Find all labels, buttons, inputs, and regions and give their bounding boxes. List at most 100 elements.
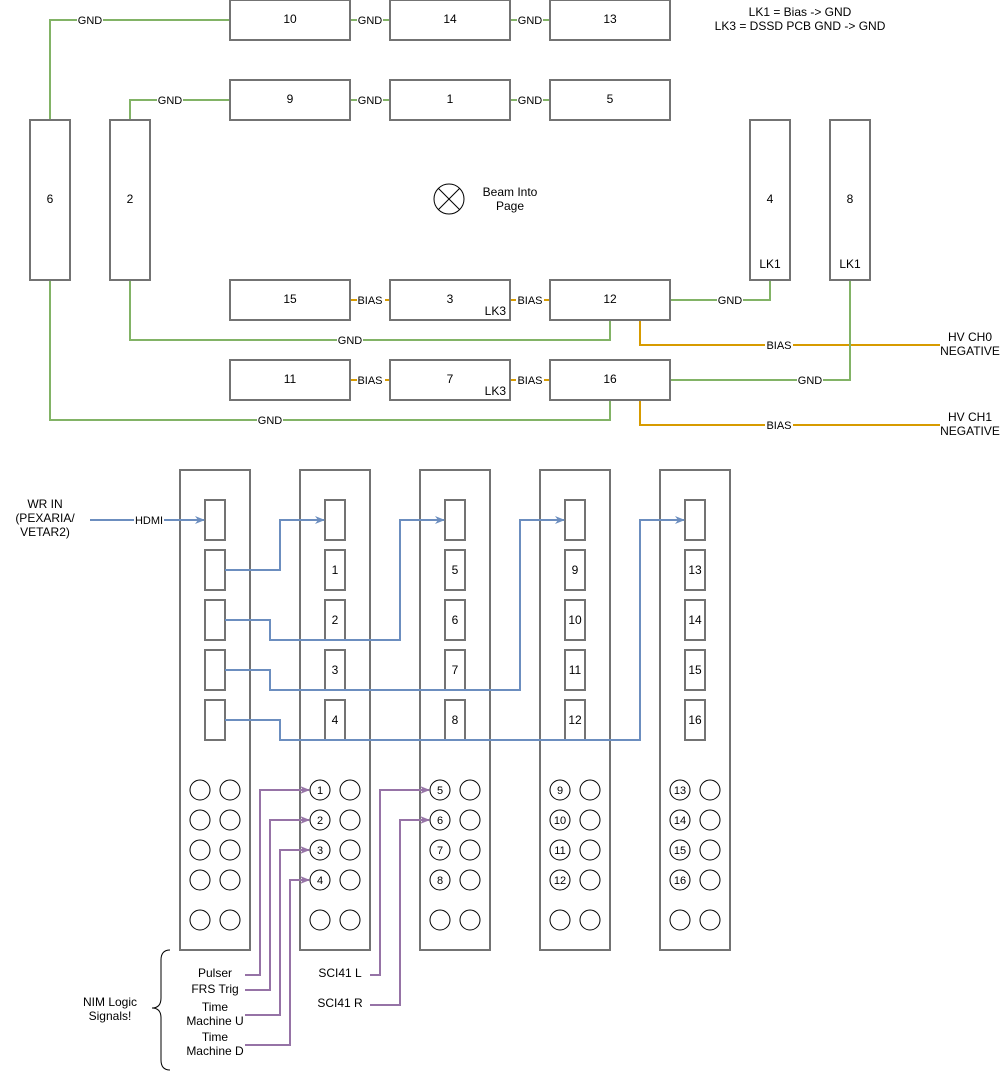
detector-2[interactable]: 2 [109, 119, 151, 281]
gnd-wires [49, 19, 851, 421]
lemo-connector[interactable] [339, 779, 361, 801]
hdmi-port[interactable] [324, 499, 346, 541]
detector-16[interactable]: 16 [549, 359, 671, 401]
hdmi-port[interactable] [444, 499, 466, 541]
lemo-connector[interactable] [219, 779, 241, 801]
lemo-connector[interactable] [459, 839, 481, 861]
detector-5[interactable]: 5 [549, 79, 671, 121]
hdmi-port[interactable]: 5 [444, 549, 466, 591]
hdmi-port[interactable] [204, 549, 226, 591]
lemo-connector[interactable]: 10 [549, 809, 571, 831]
lemo-connector[interactable] [219, 909, 241, 931]
lemo-connector[interactable] [579, 869, 601, 891]
lemo-connector[interactable] [459, 869, 481, 891]
bias-wire-12-hv0 [639, 320, 940, 346]
lemo-connector[interactable] [459, 809, 481, 831]
hdmi-port[interactable]: 7 [444, 649, 466, 691]
detector-15[interactable]: 15 [229, 279, 351, 321]
hdmi-port[interactable]: 10 [564, 599, 586, 641]
lemo-connector[interactable] [429, 909, 451, 931]
detector-6[interactable]: 6 [29, 119, 71, 281]
lemo-connector[interactable]: 14 [669, 809, 691, 831]
lemo-connector[interactable]: 6 [429, 809, 451, 831]
lemo-connector[interactable]: 1 [309, 779, 331, 801]
lemo-connector[interactable]: 11 [549, 839, 571, 861]
hdmi-wire-module-3 [225, 516, 565, 691]
detector-11[interactable]: 11 [229, 359, 351, 401]
lemo-connector[interactable]: 7 [429, 839, 451, 861]
lemo-connector[interactable] [189, 779, 211, 801]
nim-wire-sci41-l [370, 786, 430, 976]
hdmi-port[interactable]: 16 [684, 699, 706, 741]
hdmi-port[interactable]: 13 [684, 549, 706, 591]
lemo-connector[interactable] [699, 809, 721, 831]
hdmi-port[interactable]: 15 [684, 649, 706, 691]
lemo-connector[interactable] [699, 839, 721, 861]
hdmi-port[interactable]: 3 [324, 649, 346, 691]
detector-14[interactable]: 14 [389, 0, 511, 41]
hdmi-port[interactable] [684, 499, 706, 541]
lemo-connector[interactable]: 13 [669, 779, 691, 801]
lemo-connector[interactable] [189, 869, 211, 891]
hdmi-port[interactable]: 4 [324, 699, 346, 741]
lemo-connector[interactable]: 3 [309, 839, 331, 861]
lemo-connector[interactable]: 2 [309, 809, 331, 831]
hdmi-port[interactable] [204, 649, 226, 691]
hdmi-port[interactable]: 14 [684, 599, 706, 641]
lemo-connector[interactable]: 12 [549, 869, 571, 891]
lemo-connector[interactable] [579, 909, 601, 931]
lemo-connector[interactable] [549, 909, 571, 931]
lemo-connector[interactable] [699, 869, 721, 891]
lemo-connector[interactable] [579, 839, 601, 861]
lemo-connector[interactable] [459, 909, 481, 931]
hdmi-port[interactable] [204, 699, 226, 741]
lemo-connector[interactable] [339, 909, 361, 931]
detector-1[interactable]: 1 [389, 79, 511, 121]
hdmi-port[interactable] [204, 599, 226, 641]
lemo-connector[interactable]: 4 [309, 869, 331, 891]
hdmi-port[interactable] [564, 499, 586, 541]
lemo-connector[interactable] [579, 809, 601, 831]
hdmi-port[interactable]: 2 [324, 599, 346, 641]
hdmi-port[interactable] [204, 499, 226, 541]
lemo-connector[interactable] [189, 839, 211, 861]
port-label: 3 [332, 663, 339, 677]
lemo-connector[interactable] [189, 809, 211, 831]
hdmi-port[interactable]: 11 [564, 649, 586, 691]
detector-10[interactable]: 10 [229, 0, 351, 41]
lemo-connector[interactable]: 9 [549, 779, 571, 801]
legend-line1: LK1 = Bias -> GND [749, 5, 852, 19]
detector-13[interactable]: 13 [549, 0, 671, 41]
lemo-connector[interactable] [339, 869, 361, 891]
lemo-connector[interactable]: 8 [429, 869, 451, 891]
lemo-connector[interactable] [459, 779, 481, 801]
bias-label: BIAS [766, 420, 791, 432]
hv-ch1-line2: NEGATIVE [940, 424, 1000, 438]
hdmi-port[interactable]: 6 [444, 599, 466, 641]
detector-12[interactable]: 12 [549, 279, 671, 321]
lemo-connector[interactable]: 16 [669, 869, 691, 891]
lemo-connector[interactable]: 5 [429, 779, 451, 801]
hdmi-port[interactable]: 12 [564, 699, 586, 741]
lemo-connector[interactable] [579, 779, 601, 801]
lemo-connector[interactable] [219, 869, 241, 891]
lemo-connector[interactable]: 15 [669, 839, 691, 861]
hdmi-port[interactable]: 8 [444, 699, 466, 741]
lemo-connector[interactable] [189, 909, 211, 931]
lemo-connector[interactable] [339, 809, 361, 831]
lemo-connector[interactable] [219, 839, 241, 861]
lemo-connector[interactable] [339, 839, 361, 861]
detector-9[interactable]: 9 [229, 79, 351, 121]
lemo-connector[interactable] [219, 809, 241, 831]
nim-label-time-machine-d: Machine D [186, 1044, 244, 1058]
lemo-connector[interactable] [669, 909, 691, 931]
hdmi-port[interactable]: 1 [324, 549, 346, 591]
lemo-connector[interactable] [699, 779, 721, 801]
lemo-connector[interactable] [699, 909, 721, 931]
hdmi-port[interactable]: 9 [564, 549, 586, 591]
lemo-connector[interactable] [309, 909, 331, 931]
